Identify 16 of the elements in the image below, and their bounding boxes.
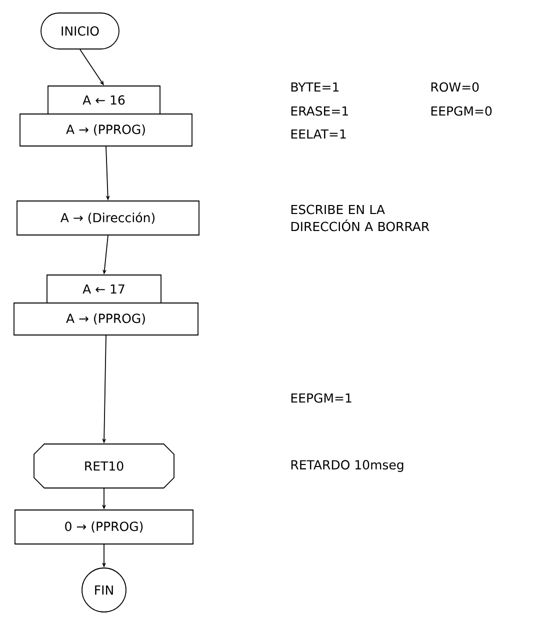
note-text: RETARDO 10mseg <box>291 460 404 472</box>
process-box: A → (PPROG) <box>14 302 198 336</box>
note-text: BYTE=1 <box>291 82 339 92</box>
note-text: EELAT=1 <box>291 129 346 139</box>
process-box: 0 → (PPROG) <box>14 510 194 544</box>
note-text: EEPGM=0 <box>431 106 492 116</box>
note-text: ROW=0 <box>431 82 479 92</box>
process-box: A → (Dirección) <box>16 200 200 236</box>
process-box: A ← 17 <box>46 274 162 304</box>
process-box: A ← 16 <box>48 86 160 114</box>
note-text: EEPGM=1 <box>291 393 352 403</box>
subroutine-hexagon: RET10 <box>34 444 174 488</box>
note-text: ESCRIBE EN LA DIRECCIÓN A BORRAR <box>291 204 430 232</box>
start-terminal: INICIO <box>40 12 120 50</box>
note-text: ERASE=1 <box>291 106 348 116</box>
process-box: A → (PPROG) <box>20 114 192 146</box>
